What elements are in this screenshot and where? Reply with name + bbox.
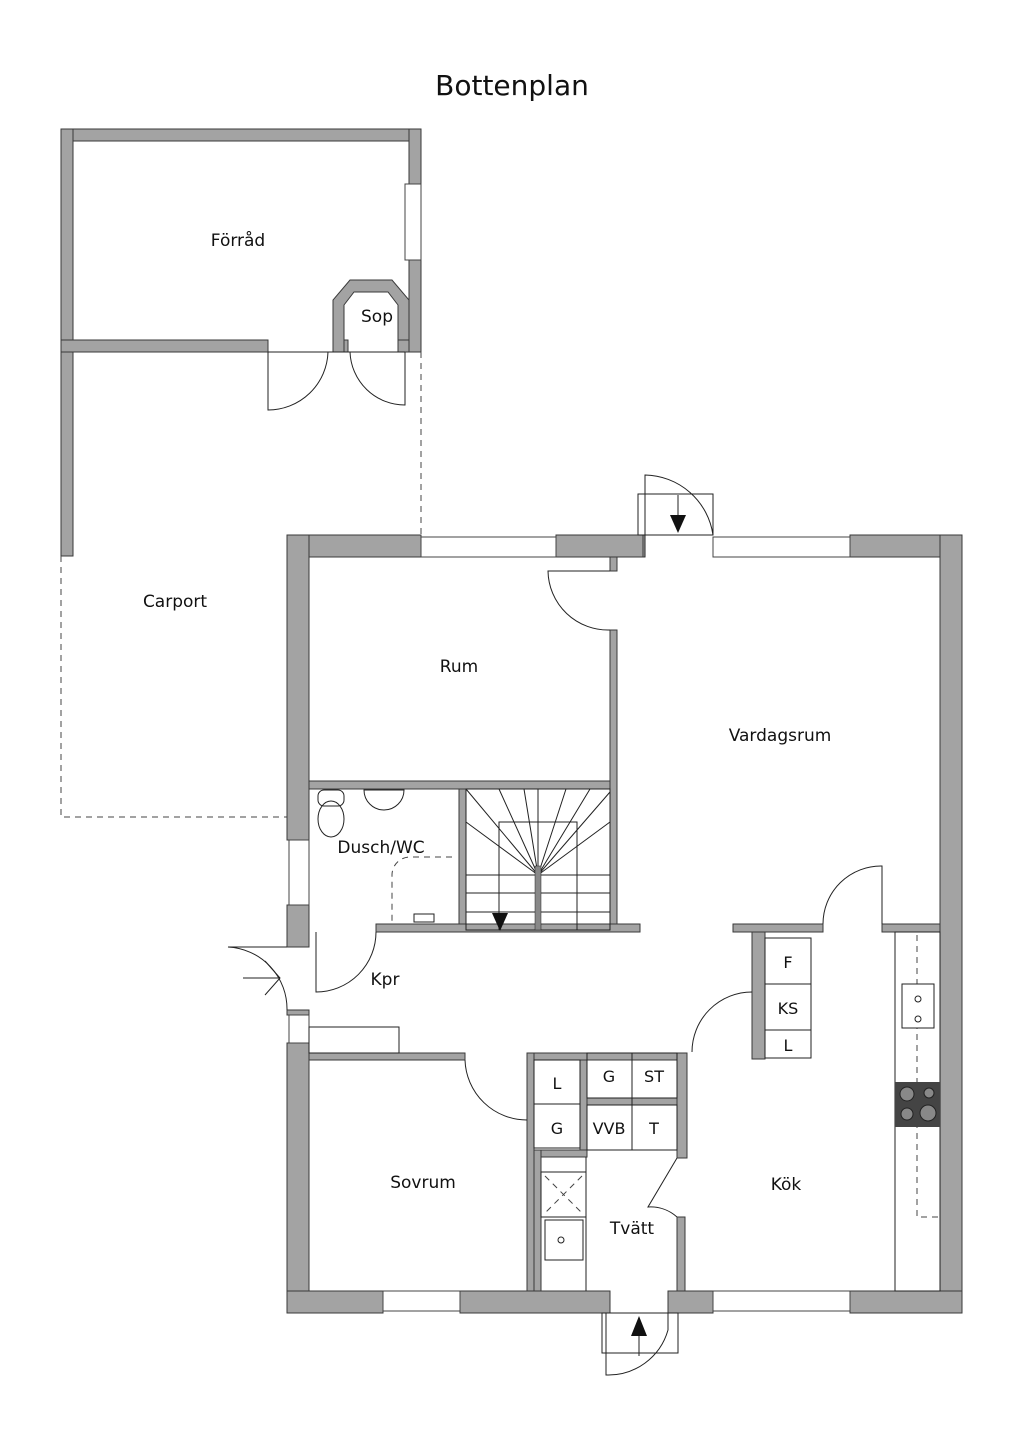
cabinet-label-ks: KS [778, 999, 799, 1018]
window [404, 183, 422, 261]
shower-mixer-icon [413, 913, 435, 923]
plan-title: Bottenplan [435, 69, 589, 102]
room-label-sovrum: Sovrum [390, 1173, 456, 1193]
entry-arrow-icon [670, 515, 686, 533]
window [712, 1290, 851, 1312]
cabinet-label-f: F [783, 953, 792, 972]
cabinet-label-g: G [551, 1119, 563, 1138]
room-label-rum: Rum [440, 657, 478, 677]
room-label-dusch-wc: Dusch/WC [337, 838, 424, 858]
room-label-forrad: Förråd [211, 230, 265, 251]
staircase [465, 788, 611, 931]
laundry-sink-icon [544, 1219, 584, 1261]
door-swing [267, 351, 329, 411]
stair-direction-icon [492, 913, 508, 931]
room-label-kpr: Kpr [371, 970, 400, 990]
room-label-vardagsrum: Vardagsrum [729, 726, 832, 746]
entry-arrow-icon [243, 960, 281, 996]
sink-icon [363, 789, 405, 811]
toilet-icon [317, 789, 345, 807]
entry-arrow-icon [631, 1316, 647, 1336]
cabinet-label-vvb: VVB [593, 1119, 626, 1138]
room-label-tvatt: Tvätt [609, 1219, 655, 1239]
window [288, 1014, 310, 1044]
room-label-kok: Kök [771, 1175, 802, 1195]
door-swing [349, 351, 406, 406]
window [712, 536, 851, 558]
kitchen-fixtures [533, 931, 941, 1292]
room-label-carport: Carport [143, 592, 207, 612]
room-label-sop: Sop [361, 307, 393, 327]
bathroom-fixtures [317, 789, 452, 924]
cabinet-label-g: G [603, 1067, 615, 1086]
kitchen-sink-icon [901, 983, 935, 1029]
window [420, 536, 557, 558]
cabinet-label-l: L [553, 1074, 562, 1093]
cabinet-label-st: ST [644, 1067, 664, 1086]
cabinet-label-t: T [648, 1119, 659, 1138]
exterior-walls [227, 474, 963, 1376]
cabinet-label-l: L [784, 1036, 793, 1055]
window [382, 1290, 461, 1312]
window [288, 839, 310, 906]
outbuilding [60, 128, 422, 818]
